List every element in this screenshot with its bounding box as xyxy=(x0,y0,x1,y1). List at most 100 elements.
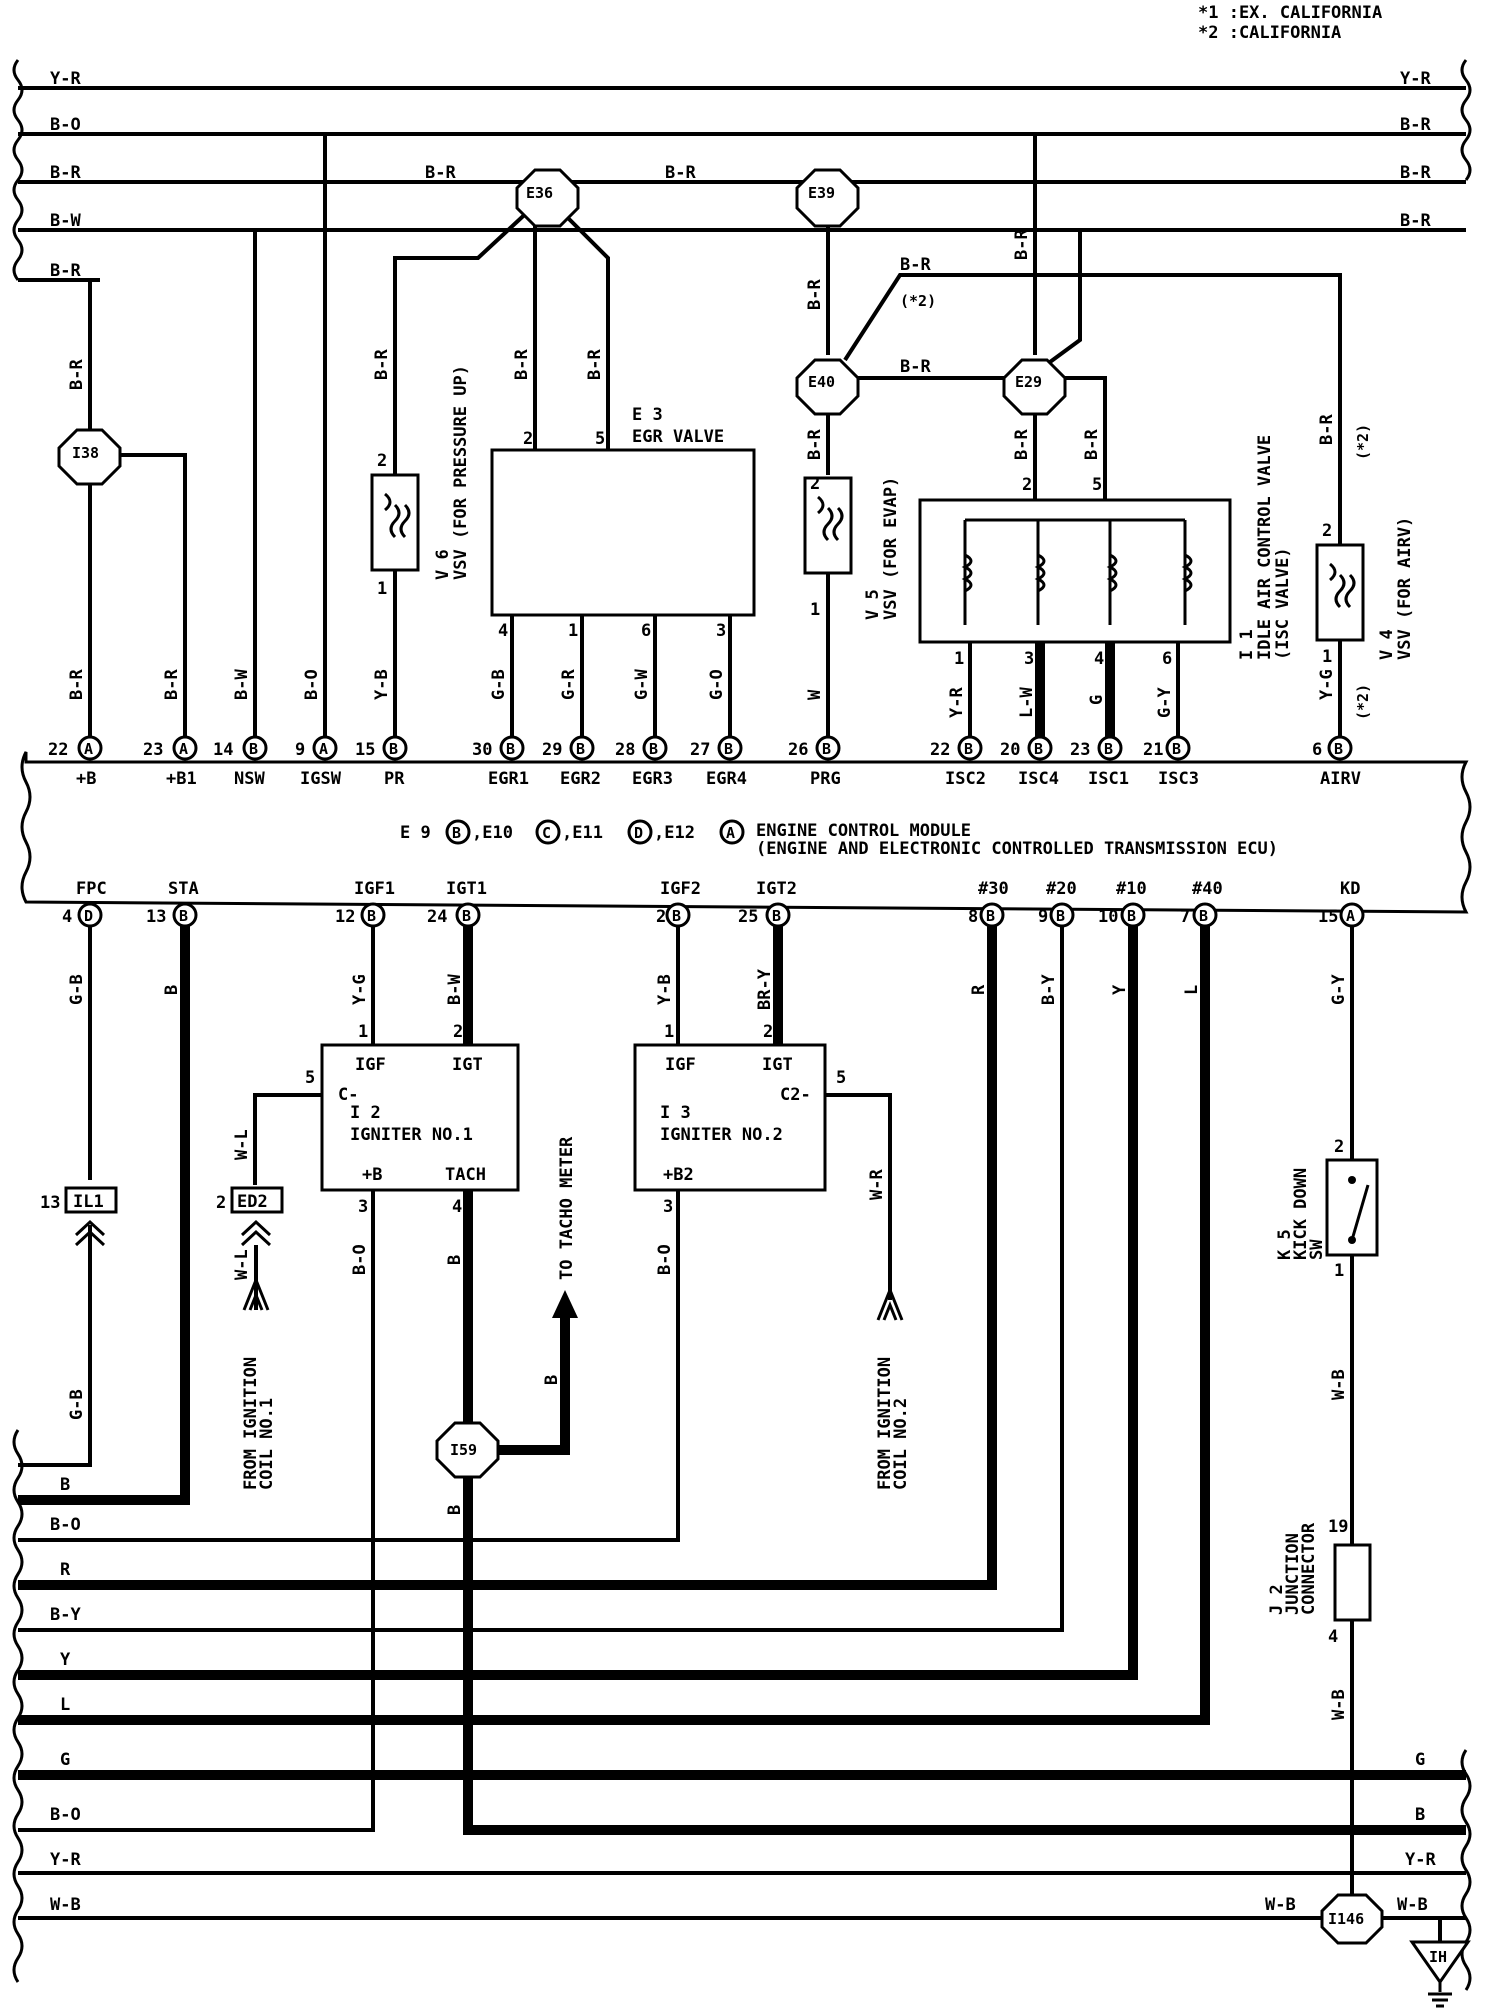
svg-text:EGR1: EGR1 xyxy=(488,769,529,789)
svg-text:B: B xyxy=(179,907,188,925)
svg-text:B-R: B-R xyxy=(1012,429,1032,460)
svg-text:I 1: I 1 xyxy=(1237,629,1257,660)
svg-text:B-W: B-W xyxy=(232,669,252,700)
svg-text:IGF2: IGF2 xyxy=(660,879,701,899)
svg-text:B: B xyxy=(724,740,733,758)
bottom-wire-labels: G-B B Y-G B-W Y-B BR-Y R B-Y Y L G-Y G-B… xyxy=(67,968,1349,1720)
il1-connector: 13 IL1 xyxy=(40,1186,118,1247)
splice-e36: E36 xyxy=(515,168,580,228)
svg-text:B-R: B-R xyxy=(512,349,532,380)
svg-text:6: 6 xyxy=(1162,649,1172,669)
svg-text:B: B xyxy=(452,824,461,842)
wire-br-main-2: B-R xyxy=(665,163,696,183)
svg-text:3: 3 xyxy=(1024,649,1034,669)
svg-text:IGSW: IGSW xyxy=(300,769,342,789)
svg-text:I59: I59 xyxy=(450,1441,477,1459)
svg-text:PR: PR xyxy=(384,769,405,789)
svg-text:NSW: NSW xyxy=(234,769,265,789)
svg-text:4: 4 xyxy=(498,621,508,641)
svg-text:6: 6 xyxy=(641,621,651,641)
svg-text:B: B xyxy=(462,907,471,925)
svg-text:IGT: IGT xyxy=(762,1055,793,1075)
wire-br-e29: B-R xyxy=(900,357,931,377)
svg-text:#30: #30 xyxy=(978,879,1009,899)
wire-br-main: B-R xyxy=(425,163,456,183)
i1-isc-valve: 2 5 1 3 4 6 I 1 IDLE AIR CONTROL VALVE (… xyxy=(918,435,1293,745)
bottom-bus-6-left: L xyxy=(60,1695,70,1715)
svg-text:FPC: FPC xyxy=(76,879,107,899)
svg-text:+B: +B xyxy=(362,1165,382,1185)
svg-text:#10: #10 xyxy=(1116,879,1147,899)
svg-text:ED2: ED2 xyxy=(237,1192,268,1212)
svg-text:13: 13 xyxy=(146,907,166,927)
svg-text:VSV (FOR EVAP): VSV (FOR EVAP) xyxy=(881,477,901,620)
top-bus-1-left: Y-R xyxy=(50,69,81,89)
svg-text:IGT1: IGT1 xyxy=(446,879,487,899)
top-verticals xyxy=(18,132,1466,745)
svg-text:B: B xyxy=(822,740,831,758)
svg-text:A: A xyxy=(84,740,93,758)
svg-text:R: R xyxy=(969,984,989,995)
e3-egr-valve: 2 5 E 3 EGR VALVE 4 1 6 3 xyxy=(490,405,756,745)
svg-text:2: 2 xyxy=(656,907,666,927)
svg-text:B-R: B-R xyxy=(805,429,825,460)
svg-text:B-R: B-R xyxy=(67,359,87,390)
svg-text:+B: +B xyxy=(76,769,96,789)
bottom-bus-11-left: W-B xyxy=(50,1895,81,1915)
svg-text:20: 20 xyxy=(1000,740,1020,760)
svg-text:A: A xyxy=(1346,907,1355,925)
svg-text:ISC1: ISC1 xyxy=(1088,769,1129,789)
bottom-bus-11-right-a: W-B xyxy=(1265,1895,1296,1915)
svg-text:CONNECTOR: CONNECTOR xyxy=(1299,1522,1319,1615)
svg-text:3: 3 xyxy=(358,1197,368,1217)
svg-text:L: L xyxy=(1182,985,1202,995)
svg-text:B: B xyxy=(964,740,973,758)
svg-text:ISC3: ISC3 xyxy=(1158,769,1199,789)
svg-text:+B1: +B1 xyxy=(166,769,197,789)
svg-text:B: B xyxy=(1172,740,1181,758)
svg-text:G-Y: G-Y xyxy=(1329,974,1349,1005)
svg-text:B: B xyxy=(576,740,585,758)
bottom-wires xyxy=(18,926,1466,1942)
svg-text:PRG: PRG xyxy=(810,769,841,789)
svg-text:,E11: ,E11 xyxy=(562,823,603,843)
svg-text:ISC2: ISC2 xyxy=(945,769,986,789)
splice-i38: I38 xyxy=(57,428,122,486)
i2-igniter-no1: 1 2 5 IGF IGT C- I 2 IGNITER NO.1 +B TAC… xyxy=(305,1022,520,1217)
svg-text:,E10: ,E10 xyxy=(472,823,513,843)
svg-text:G-R: G-R xyxy=(559,669,579,700)
svg-text:E36: E36 xyxy=(526,184,553,202)
svg-text:VSV (FOR AIRV): VSV (FOR AIRV) xyxy=(1395,517,1415,660)
splice-i59: I59 xyxy=(435,1421,500,1479)
svg-text:14: 14 xyxy=(213,740,233,760)
svg-text:#40: #40 xyxy=(1192,879,1223,899)
svg-text:C2-: C2- xyxy=(780,1085,811,1105)
svg-text:EGR3: EGR3 xyxy=(632,769,673,789)
svg-text:B-R: B-R xyxy=(67,669,87,700)
svg-text:AIRV: AIRV xyxy=(1320,769,1361,789)
ed2-connector: 2 ED2 FROM IGNITION COIL NO.1 xyxy=(216,1186,284,1490)
svg-text:2: 2 xyxy=(216,1193,226,1213)
svg-text:W-R: W-R xyxy=(867,1169,887,1200)
svg-text:B: B xyxy=(1127,907,1136,925)
top-bus-3-left: B-R xyxy=(50,163,81,183)
svg-text:(*2): (*2) xyxy=(1354,424,1372,460)
svg-text:1: 1 xyxy=(358,1022,368,1042)
svg-text:ISC4: ISC4 xyxy=(1018,769,1059,789)
bottom-bus-9-right: B xyxy=(1415,1805,1425,1825)
svg-text:V 5: V 5 xyxy=(863,589,883,620)
svg-text:Y-G: Y-G xyxy=(350,974,370,1005)
svg-text:A: A xyxy=(319,740,328,758)
svg-text:Y-B: Y-B xyxy=(372,669,392,700)
svg-text:2: 2 xyxy=(1022,475,1032,495)
svg-text:KD: KD xyxy=(1340,879,1360,899)
svg-text:W: W xyxy=(805,689,825,700)
svg-text:V 4: V 4 xyxy=(1377,629,1397,660)
svg-text:G: G xyxy=(1087,695,1107,705)
svg-text:K 5: K 5 xyxy=(1275,1229,1295,1260)
note-1: *1 :EX. CALIFORNIA xyxy=(1198,3,1382,23)
top-bus-4-left: B-W xyxy=(50,211,81,231)
svg-text:Y-G: Y-G xyxy=(1317,669,1337,700)
bottom-bus-7-left: G xyxy=(60,1750,70,1770)
